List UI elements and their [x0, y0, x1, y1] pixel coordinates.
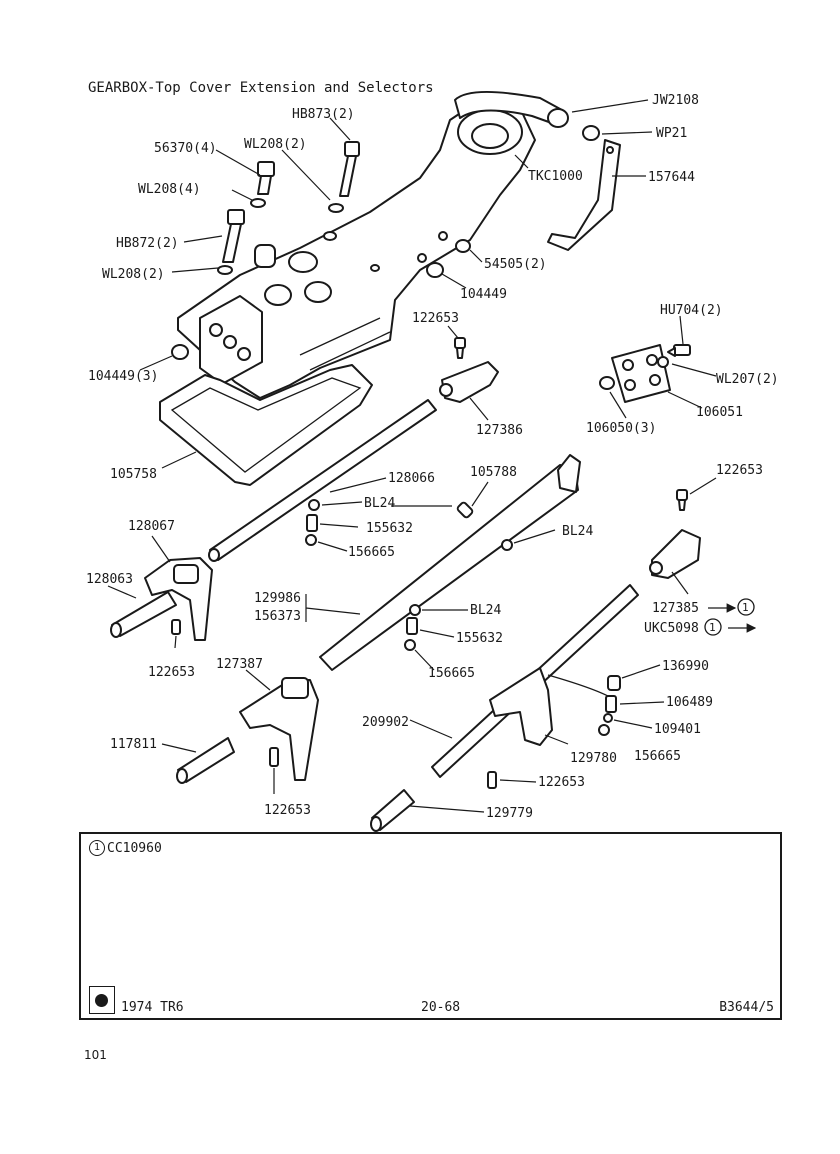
label-127386: 127386 [476, 423, 523, 438]
label-tkc1000: TKC1000 [528, 169, 583, 184]
part-136990 [607, 675, 621, 691]
label-106051: 106051 [696, 405, 743, 420]
diagram-title: GEARBOX-Top Cover Extension and Selector… [88, 80, 434, 96]
notes-box: 1 CC10960 1974 TR6 20-68 B3644/5 [79, 832, 782, 1020]
bracket-157644 [547, 125, 621, 251]
part-109401 [603, 713, 613, 723]
note-line: 1 CC10960 [89, 840, 162, 856]
plug-104449 [426, 262, 444, 278]
drawing-reference: B3644/5 [719, 1000, 774, 1015]
selector-127385 [649, 489, 701, 579]
model-label: 1974 TR6 [121, 1000, 184, 1015]
rod-128066-end [208, 548, 220, 562]
selector-fork-127387 [176, 677, 319, 784]
label-106489: 106489 [666, 695, 713, 710]
selector-129780 [489, 667, 616, 746]
label-128067: 128067 [128, 519, 175, 534]
bush-129779 [370, 789, 415, 832]
label-104449: 104449 [460, 287, 507, 302]
leader-lines [107, 99, 757, 813]
note-marker: 1 [89, 840, 105, 856]
label-122653-e: 122653 [538, 775, 585, 790]
label-bl24-a: BL24 [364, 496, 395, 511]
label-ukc5098: UKC5098 [644, 621, 699, 636]
label-129779: 129779 [486, 806, 533, 821]
label-156665-b: 156665 [428, 666, 475, 681]
label-122653-a: 122653 [412, 311, 459, 326]
label-129986: 129986 [254, 591, 301, 606]
screw-122653-e [487, 771, 497, 789]
label-104449-3: 104449(3) [88, 369, 158, 384]
label-155632-b: 155632 [456, 631, 503, 646]
label-106050: 106050(3) [586, 421, 656, 436]
label-wp21: WP21 [656, 126, 687, 141]
label-hu704: HU704(2) [660, 303, 723, 318]
label-54505: 54505(2) [484, 257, 547, 272]
label-109401: 109401 [654, 722, 701, 737]
spring-155632-b [406, 617, 418, 635]
gasket-105758 [159, 364, 373, 486]
bolts-top [217, 141, 360, 275]
label-128063: 128063 [86, 572, 133, 587]
label-136990: 136990 [662, 659, 709, 674]
label-bl24-c: BL24 [470, 603, 501, 618]
callout-marker-b: 1 [704, 618, 722, 636]
label-117811: 117811 [110, 737, 157, 752]
ball-bl24-a [308, 499, 320, 511]
label-wl208-2b: WL208(2) [102, 267, 165, 282]
label-156373: 156373 [254, 609, 301, 624]
svg-text:1: 1 [709, 621, 716, 634]
label-156665-a: 156665 [348, 545, 395, 560]
label-129780: 129780 [570, 751, 617, 766]
plug-54505 [455, 239, 471, 253]
label-122653-b: 122653 [716, 463, 763, 478]
label-wl208-4: WL208(4) [138, 182, 201, 197]
plug-104449-3 [171, 344, 189, 360]
label-127387: 127387 [216, 657, 263, 672]
plunger-156665-b [404, 639, 416, 651]
label-bl24-b: BL24 [562, 524, 593, 539]
spring-155632-a [306, 514, 318, 532]
plate-106051 [599, 344, 691, 403]
label-105758: 105758 [110, 467, 157, 482]
selector-fork-128067 [110, 557, 213, 641]
british-leyland-logo [89, 986, 115, 1014]
label-hb873: HB873(2) [292, 107, 355, 122]
label-127385: 127385 [652, 601, 699, 616]
pin-105788 [456, 501, 474, 519]
label-122653-c: 122653 [148, 665, 195, 680]
label-156665-c: 156665 [634, 749, 681, 764]
label-wl207: WL207(2) [716, 372, 779, 387]
label-105788: 105788 [470, 465, 517, 480]
rod-129986 [319, 464, 579, 671]
label-56370: 56370(4) [154, 141, 217, 156]
page-number: 101 [84, 1048, 107, 1062]
spring-106489 [605, 695, 617, 713]
page-reference: 20-68 [421, 1000, 461, 1015]
label-157644: 157644 [648, 170, 695, 185]
top-cover-extension [177, 91, 569, 399]
label-jw2108: JW2108 [652, 93, 699, 108]
note-text: CC10960 [107, 840, 162, 856]
plunger-156665-c [598, 724, 610, 736]
ball-bl24-c [409, 604, 421, 616]
label-209902: 209902 [362, 715, 409, 730]
ball-bl24-b [501, 539, 513, 551]
label-128066: 128066 [388, 471, 435, 486]
selector-127386 [439, 337, 499, 403]
svg-text:1: 1 [742, 601, 749, 614]
part-labels: JW2108 WP21 TKC1000 157644 HB873(2) WL20… [86, 93, 779, 821]
label-wl208-2a: WL208(2) [244, 137, 307, 152]
callout-marker-a: 1 [737, 598, 755, 616]
label-hb872: HB872(2) [116, 236, 179, 251]
rod-129986-tab [557, 454, 581, 493]
label-155632-a: 155632 [366, 521, 413, 536]
label-122653-d: 122653 [264, 803, 311, 818]
plunger-156665-a [305, 534, 317, 546]
